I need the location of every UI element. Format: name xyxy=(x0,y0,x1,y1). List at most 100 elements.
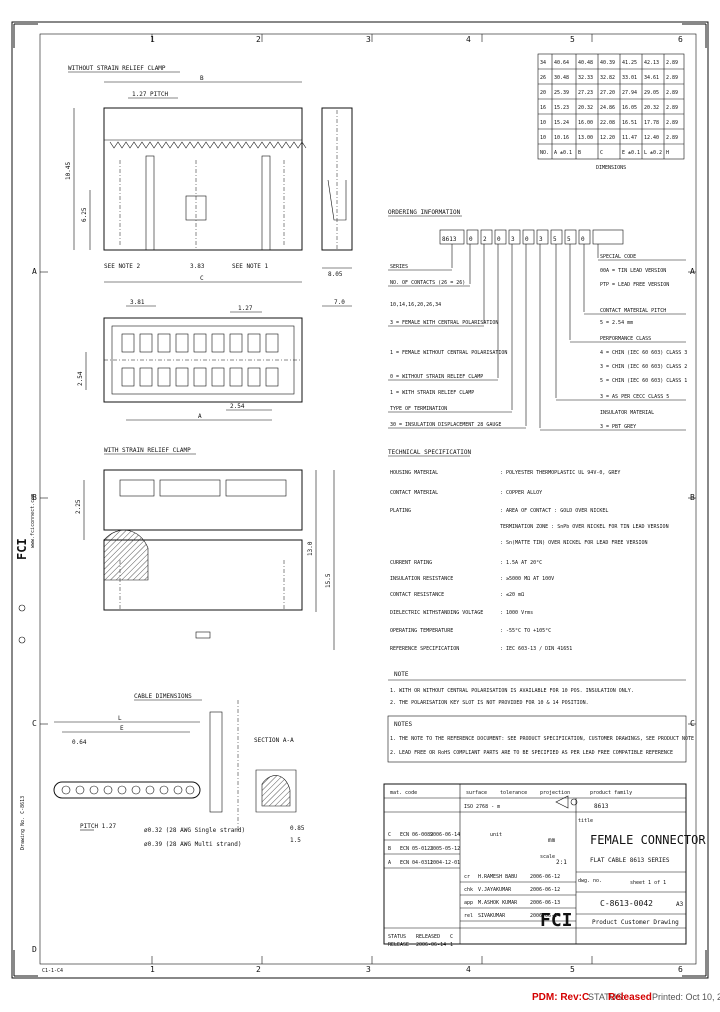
zone-top-6: 6 xyxy=(678,35,683,44)
code-digit: 0 xyxy=(469,236,473,243)
dim-8-05: 8.05 xyxy=(328,271,343,278)
order-left-label: 3 = FEMALE WITH CENTRAL POLARISATION xyxy=(390,320,498,326)
code-box xyxy=(494,229,507,245)
code-digit: 0 xyxy=(525,236,529,243)
sign-role: cr xyxy=(464,874,470,880)
notes2-title: NOTES xyxy=(394,721,412,728)
size-cell: 27.23 xyxy=(578,90,593,96)
tb-unit: mm xyxy=(548,837,556,844)
dim-cable-L: L xyxy=(118,715,122,722)
code-digit: 2 xyxy=(483,236,487,243)
wire-multi: ø0.39 (28 AWG Multi strand) xyxy=(144,841,242,848)
size-cell: 16.51 xyxy=(622,120,637,126)
dim-sec-0-85: 0.85 xyxy=(290,825,305,832)
tb-header-cell: projection xyxy=(540,790,570,796)
dim-sec-1-5: 1.5 xyxy=(290,837,301,844)
order-right-label: PTP = LEAD FREE VERSION xyxy=(600,282,669,288)
order-left-label: NO. OF CONTACTS (26 = 26) xyxy=(390,280,465,286)
tech-spec: TECHNICAL SPECIFICATION HOUSING MATERIAL… xyxy=(388,449,669,652)
size-cell: 30.48 xyxy=(554,75,569,81)
size-cell: 20.32 xyxy=(644,105,659,111)
spec-label: DIELECTRIC WITHSTANDING VOLTAGE xyxy=(390,610,483,616)
size-cell: 2.89 xyxy=(666,90,678,96)
size-cell: 27.20 xyxy=(600,90,615,96)
tb-header-cell: surface xyxy=(466,790,487,796)
sidebar-bottom-text: Drawing No. C-8613 xyxy=(20,796,26,850)
size-cell: 25.39 xyxy=(554,90,569,96)
view-without-clamp: WITHOUT STRAIN RELIEF CLAMP B 1.27 PITCH… xyxy=(65,65,353,307)
corner-code: C1-1-C4 xyxy=(42,968,63,974)
rev-letter: C xyxy=(388,832,391,838)
sidebar: FCI www.fciconnect.com Drawing No. C-861… xyxy=(15,494,36,850)
cable-title: CABLE DIMENSIONS xyxy=(134,693,192,700)
size-cell: 13.00 xyxy=(578,135,593,141)
note-2: 2. THE POLARISATION KEY SLOT IS NOT PROV… xyxy=(390,700,589,706)
projection-symbol xyxy=(555,795,569,809)
pdm-rev: PDM: Rev:C xyxy=(532,992,589,1003)
dim-10-45: 10.45 xyxy=(65,162,72,180)
tb-dwg-no: C-8613-0042 xyxy=(600,899,653,908)
order-right-label: 3 = CHIN (IEC 60 603) CLASS 2 xyxy=(600,364,687,370)
size-cell: 12.20 xyxy=(600,135,615,141)
view-with-clamp: WITH STRAIN RELIEF CLAMP 2.25 13.0 15.5 xyxy=(75,447,335,650)
zone-left-D: D xyxy=(32,945,37,954)
size-cell: B xyxy=(578,150,581,156)
spec-value: : 1000 Vrms xyxy=(500,610,533,616)
tb-logo: FCI xyxy=(540,910,573,931)
dim-7-0: 7.0 xyxy=(334,299,345,306)
tb-title-label: title xyxy=(578,818,593,824)
sign-role: rel xyxy=(464,913,473,919)
size-cell: 41.25 xyxy=(622,60,637,66)
spec-label: CURRENT RATING xyxy=(390,560,432,566)
size-cell: L ±0.2 xyxy=(644,150,662,156)
size-cell: A ±0.1 xyxy=(554,150,572,156)
order-left-label: 10,14,16,20,26,34 xyxy=(390,302,441,308)
size-cell: 33.01 xyxy=(622,75,637,81)
spec-value: : Sn(MATTE TIN) OVER NICKEL FOR LEAD FRE… xyxy=(500,540,648,546)
size-cell: 24.86 xyxy=(600,105,615,111)
zone-top-1: 1 xyxy=(150,35,155,44)
spec-value: : -55°C TO +105°C xyxy=(500,628,551,634)
sign-role: chk xyxy=(464,887,473,893)
note-1: 1. WITH OR WITHOUT CENTRAL POLARISATION … xyxy=(390,688,634,694)
size-cell: H xyxy=(666,150,669,156)
dim-cable-pitch: PITCH 1.27 xyxy=(80,823,117,830)
rev-ecn: ECN 05-0123 xyxy=(400,846,433,852)
size-cell: 27.94 xyxy=(622,90,637,96)
size-cell: 32.33 xyxy=(578,75,593,81)
zone-top-5: 5 xyxy=(570,35,575,44)
code-box xyxy=(508,229,521,245)
dim-A: A xyxy=(198,413,202,420)
spec-value: : IEC 603-13 / DIN 41651 xyxy=(500,646,572,652)
order-right-label: PERFORMANCE CLASS xyxy=(600,336,651,342)
dim-13-0: 13.0 xyxy=(307,541,314,556)
printed-date: Printed: Oct 10, 2006 xyxy=(652,992,720,1002)
order-left-label: 1 = FEMALE WITHOUT CENTRAL POLARISATION xyxy=(390,350,507,356)
tb-bottom-value: RELEASED xyxy=(416,934,440,940)
zone-bot-2: 2 xyxy=(256,965,261,974)
size-cell: 2.89 xyxy=(666,120,678,126)
size-cell: C xyxy=(600,150,603,156)
sign-date: 2006-06-12 xyxy=(530,874,560,880)
order-right-label: INSULATOR MATERIAL xyxy=(600,410,654,416)
dim-2-25: 2.25 xyxy=(75,499,82,514)
dim-B: B xyxy=(200,75,204,82)
size-cell: 2.89 xyxy=(666,135,678,141)
size-cell: 42.13 xyxy=(644,60,659,66)
size-cell: 16.00 xyxy=(578,120,593,126)
size-cell: 2.89 xyxy=(666,60,678,66)
order-right-label: 4 = CHIN (IEC 60 603) CLASS 3 xyxy=(600,350,687,356)
spec-label: INSULATION RESISTANCE xyxy=(390,576,453,582)
tb-bottom-label: STATUS xyxy=(388,934,406,940)
without-clamp-title: WITHOUT STRAIN RELIEF CLAMP xyxy=(68,65,166,72)
spec-label: CONTACT MATERIAL xyxy=(390,490,438,496)
tb-size: A3 xyxy=(676,901,684,908)
spec-label: PLATING xyxy=(390,508,411,514)
tb-scale-label: scale xyxy=(540,854,555,860)
rev-date: 2005-05-12 xyxy=(430,846,460,852)
order-left-label: TYPE OF TERMINATION xyxy=(390,406,447,412)
tb-header-cell: product family xyxy=(590,790,632,796)
sheet-frame xyxy=(11,21,709,979)
zone-bot-1: 1 xyxy=(150,965,155,974)
